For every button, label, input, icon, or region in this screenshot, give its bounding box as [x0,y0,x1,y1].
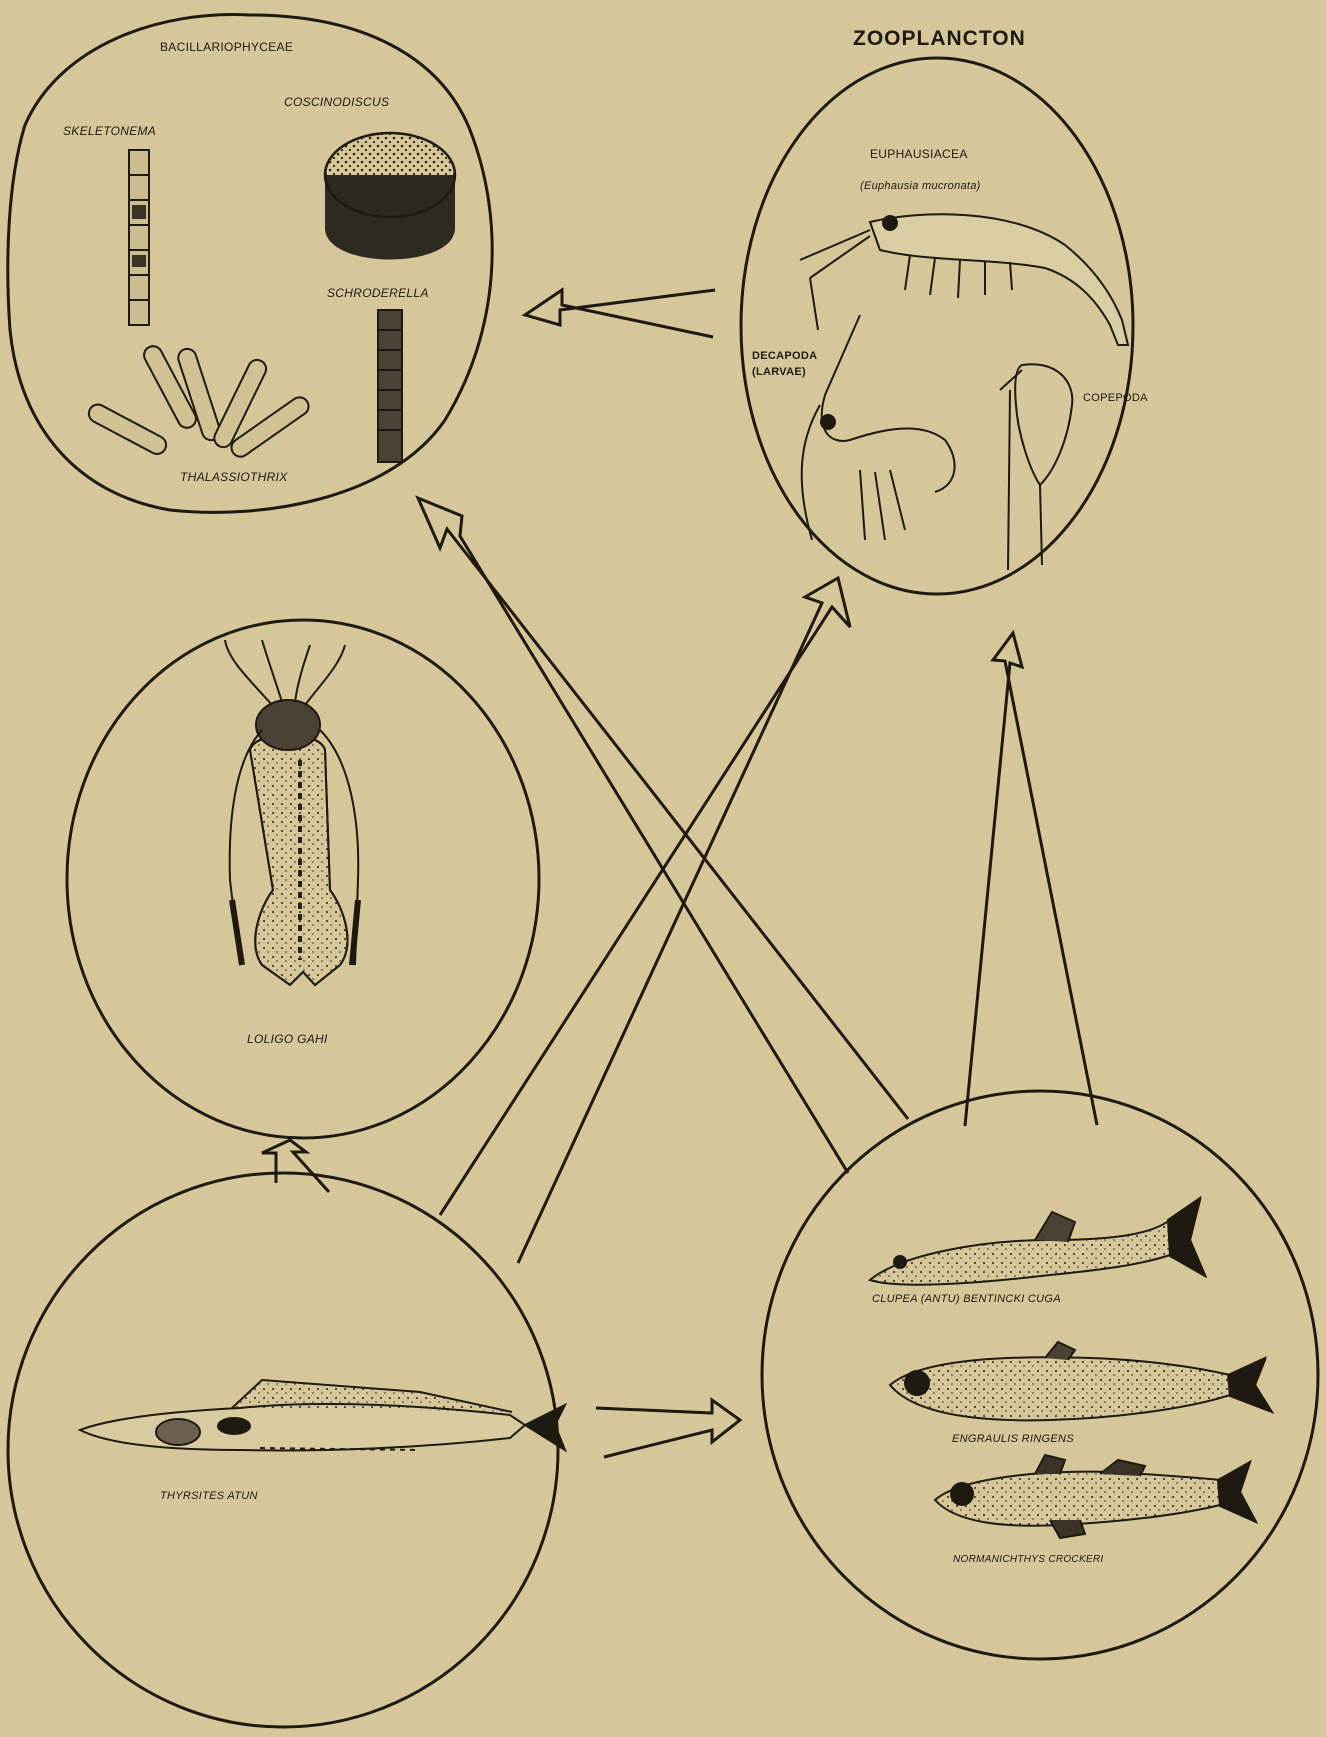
euphausia-label: (Euphausia mucronata) [860,180,981,192]
clupea-drawing [870,1198,1205,1285]
decapoda-larvae-drawing [802,315,955,540]
thyrsites-drawing [80,1380,565,1451]
coscinodiscus-drawing [325,133,455,260]
clupea-label: CLUPEA (ANTU) BENTINCKI CUGA [872,1293,1061,1305]
engraulis-drawing [890,1342,1272,1420]
schroderella-label: SCHRODERELLA [327,286,429,300]
thalassiothrix-label: THALASSIOTHRIX [180,470,288,484]
skeletonema-drawing [129,150,149,325]
arrow-fish-to-zooplancton [965,633,1097,1126]
loligo-drawing [225,640,358,985]
copepoda-label: COPEPODA [1083,392,1148,404]
schroderella-drawing [378,310,402,462]
thalassiothrix-drawing [86,343,312,460]
zooplancton-title: ZOOPLANCTON [853,27,1026,51]
arrow-thyrsites-to-loligo [262,1140,329,1192]
normanichthys-drawing [935,1455,1256,1538]
euphausiacea-label: EUPHAUSIACEA [870,147,968,161]
decapoda-larvae-label: (LARVAE) [752,366,806,378]
coscinodiscus-label: COSCINODISCUS [284,95,389,109]
engraulis-label: ENGRAULIS RINGENS [952,1433,1074,1445]
arrow-thyrsites-to-zooplancton [440,578,850,1263]
decapoda-label: DECAPODA [752,350,817,362]
circle-zooplancton [741,58,1133,594]
arrow-thyrsites-to-fish [596,1400,740,1457]
arrow-fish-to-diatoms [418,498,908,1173]
euphausia-drawing [800,214,1128,345]
normanichthys-label: NORMANICHTHYS CROCKERI [953,1554,1104,1565]
bacillariophyceae-label: BACILLARIOPHYCEAE [160,40,293,54]
loligo-label: LOLIGO GAHI [247,1032,328,1046]
copepoda-drawing [1000,364,1072,570]
thyrsites-label: THYRSITES ATUN [160,1490,258,1502]
arrow-zooplancton-to-diatoms [525,290,715,337]
skeletonema-label: SKELETONEMA [63,124,156,138]
